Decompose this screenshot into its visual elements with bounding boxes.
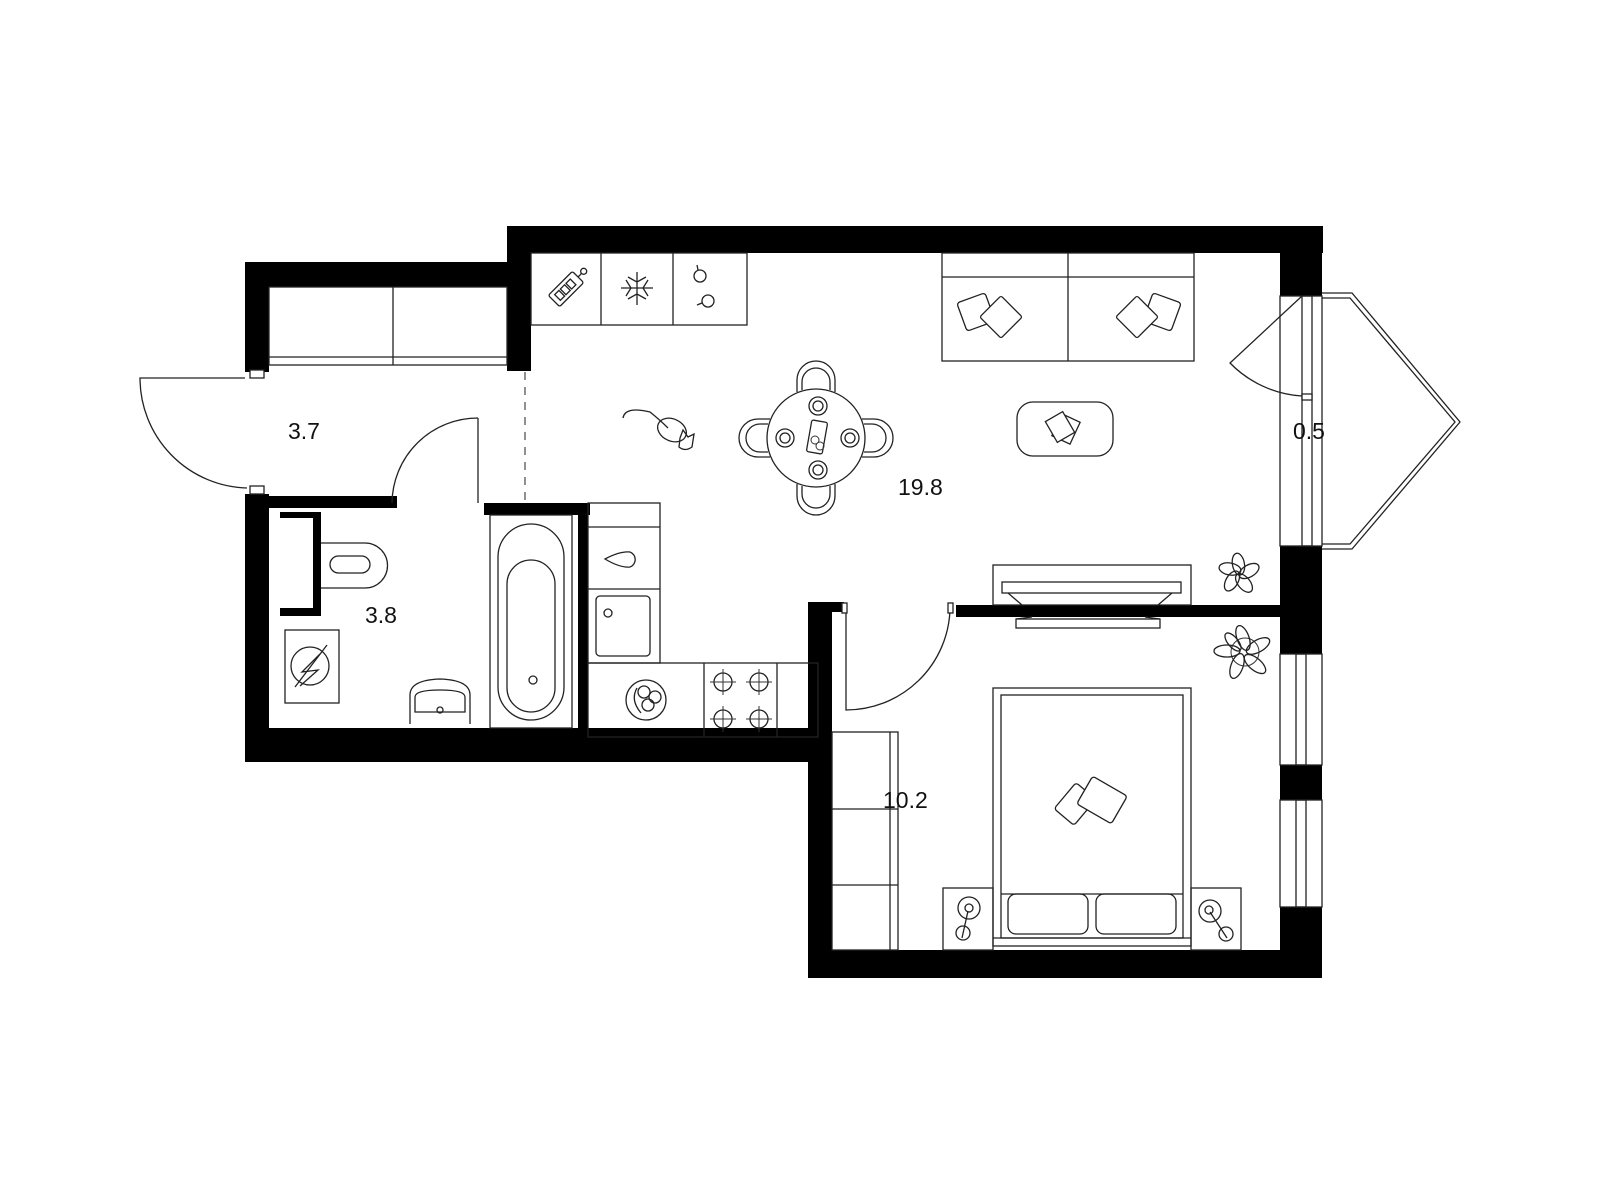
dining-table: [738, 360, 894, 516]
lamp-icon: [1198, 899, 1234, 942]
books-icon: [1044, 410, 1081, 445]
room-area-kitchen-living: 19.8: [898, 474, 943, 500]
tv-unit: [992, 564, 1192, 606]
room-area-bedroom: 10.2: [883, 787, 928, 813]
cutting-board-icon: [548, 267, 588, 307]
window: [1279, 799, 1323, 908]
washbasin: [409, 678, 471, 724]
bathroom-door[interactable]: [391, 417, 479, 504]
plant-icon: [1218, 552, 1260, 593]
entrance-door[interactable]: [139, 369, 265, 495]
balcony: [1229, 292, 1461, 550]
stove-burner-icon: [710, 669, 772, 732]
pillow-icon: [956, 292, 1023, 339]
bathtub: [489, 514, 573, 729]
bedroom-door[interactable]: [841, 602, 954, 711]
bedroom-wardrobe: [831, 731, 899, 951]
washing-machine-icon: [284, 629, 340, 704]
plant-icon: [1213, 624, 1271, 680]
room-area-hallway: 3.7: [288, 418, 320, 444]
chair: [796, 484, 836, 516]
lamp-icon: [955, 896, 981, 941]
chair: [796, 360, 836, 392]
tv: [1015, 616, 1161, 629]
tv: [1001, 581, 1182, 606]
pillow-icon: [1115, 292, 1182, 339]
window: [1279, 653, 1323, 766]
room-area-balcony: 0.5: [1293, 418, 1325, 444]
freezer-snowflake-icon: [621, 272, 653, 305]
dishwasher-drop-icon: [603, 551, 636, 568]
sofa: [941, 252, 1195, 362]
toilet: [321, 542, 389, 589]
wardrobe: [268, 286, 508, 366]
balcony-door[interactable]: [1229, 295, 1313, 401]
bed: [992, 687, 1192, 947]
kitchen-upper-cabinets: [530, 252, 748, 326]
pillow-icon: [1054, 776, 1127, 825]
chair: [862, 418, 894, 458]
nightstand: [1190, 887, 1242, 951]
chair: [738, 418, 770, 458]
coffee-table: [1016, 401, 1114, 457]
cat-icon: [622, 409, 695, 451]
room-area-bathroom: 3.8: [365, 602, 397, 628]
hallway: [139, 286, 526, 504]
kitchen-lower-counter: [587, 502, 819, 738]
fruit-bowl-icon: [625, 679, 667, 721]
sink: [595, 595, 651, 657]
coffee-cups-icon: [693, 264, 715, 308]
walls: [245, 226, 1323, 978]
bathroom: [284, 514, 573, 729]
nightstand: [942, 887, 994, 951]
